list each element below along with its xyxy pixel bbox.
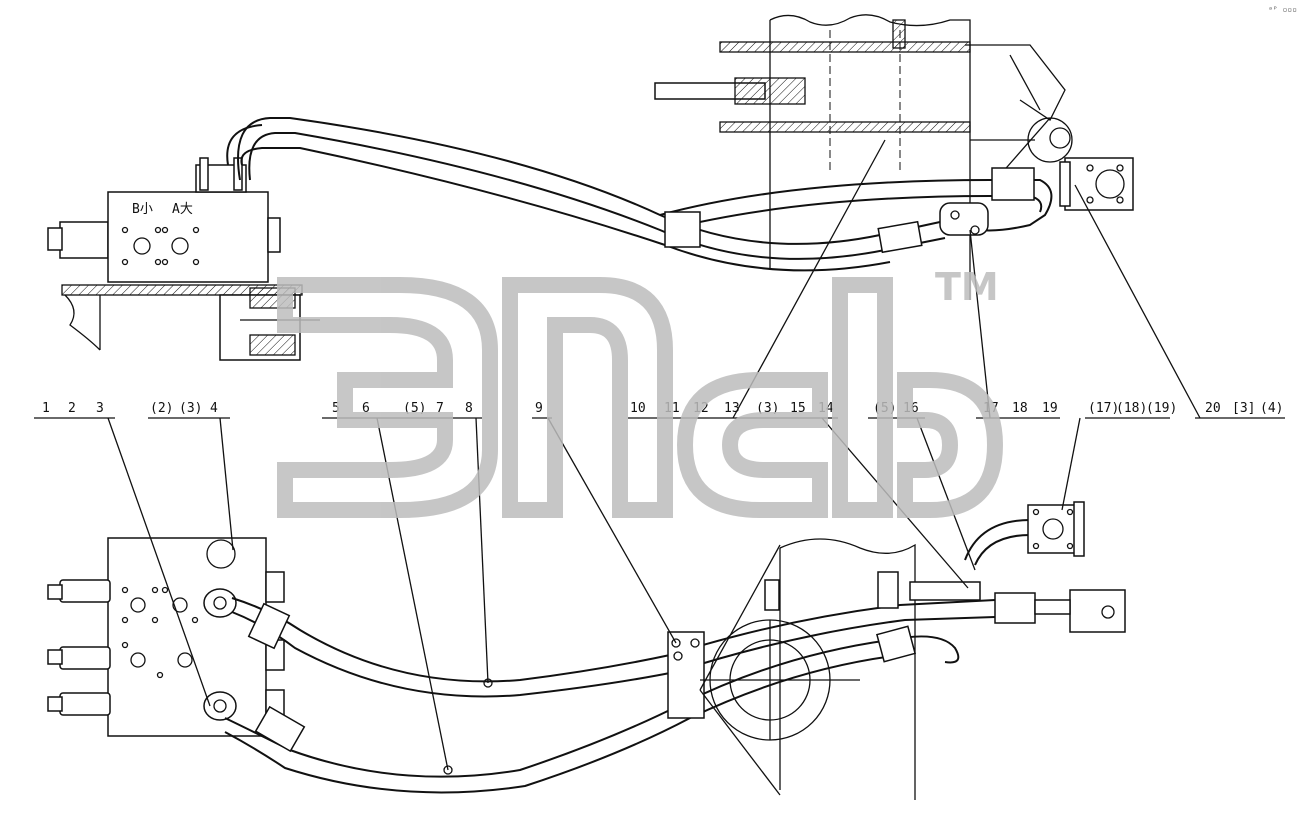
callout-17-paren: (17) bbox=[1088, 401, 1119, 416]
callout-19: 19 bbox=[1042, 401, 1058, 416]
port-a-label: A大 bbox=[172, 202, 193, 217]
callout-3-paren: (3) bbox=[179, 401, 202, 416]
callout-19-paren: (19) bbox=[1146, 401, 1177, 416]
callout-3-bracket: [3] bbox=[1232, 401, 1255, 416]
callout-2: 2 bbox=[68, 401, 76, 416]
callout-6: 6 bbox=[362, 401, 370, 416]
watermark-logo: TM bbox=[277, 265, 1004, 518]
callout-4-paren: (4) bbox=[1260, 401, 1283, 416]
callout-20: 20 bbox=[1205, 401, 1221, 416]
callout-10: 10 bbox=[630, 401, 646, 416]
callout-3: 3 bbox=[96, 401, 104, 416]
callout-1: 1 bbox=[42, 401, 50, 416]
callout-18-paren: (18) bbox=[1116, 401, 1147, 416]
callout-18: 18 bbox=[1012, 401, 1028, 416]
corner-mark: ᵃᴾ ▫▫▫ bbox=[1268, 5, 1297, 14]
top-valve-block: B小 A大 bbox=[47, 157, 281, 283]
bottom-valve-block bbox=[47, 537, 285, 737]
top-boom-structure bbox=[654, 14, 1073, 300]
callout-8: 8 bbox=[465, 401, 473, 416]
callout-2-paren: (2) bbox=[150, 401, 173, 416]
bottom-hoses bbox=[224, 589, 1126, 794]
port-b-label: B小 bbox=[132, 202, 153, 217]
callout-7: 7 bbox=[436, 401, 444, 416]
top-hoses bbox=[226, 117, 1134, 272]
callout-9: 9 bbox=[535, 401, 543, 416]
bottom-boom-structure bbox=[699, 501, 1085, 800]
callout-13: 13 bbox=[724, 401, 740, 416]
callout-5: 5 bbox=[332, 401, 340, 416]
callout-4: 4 bbox=[210, 401, 218, 416]
watermark-tm: TM bbox=[935, 265, 999, 309]
